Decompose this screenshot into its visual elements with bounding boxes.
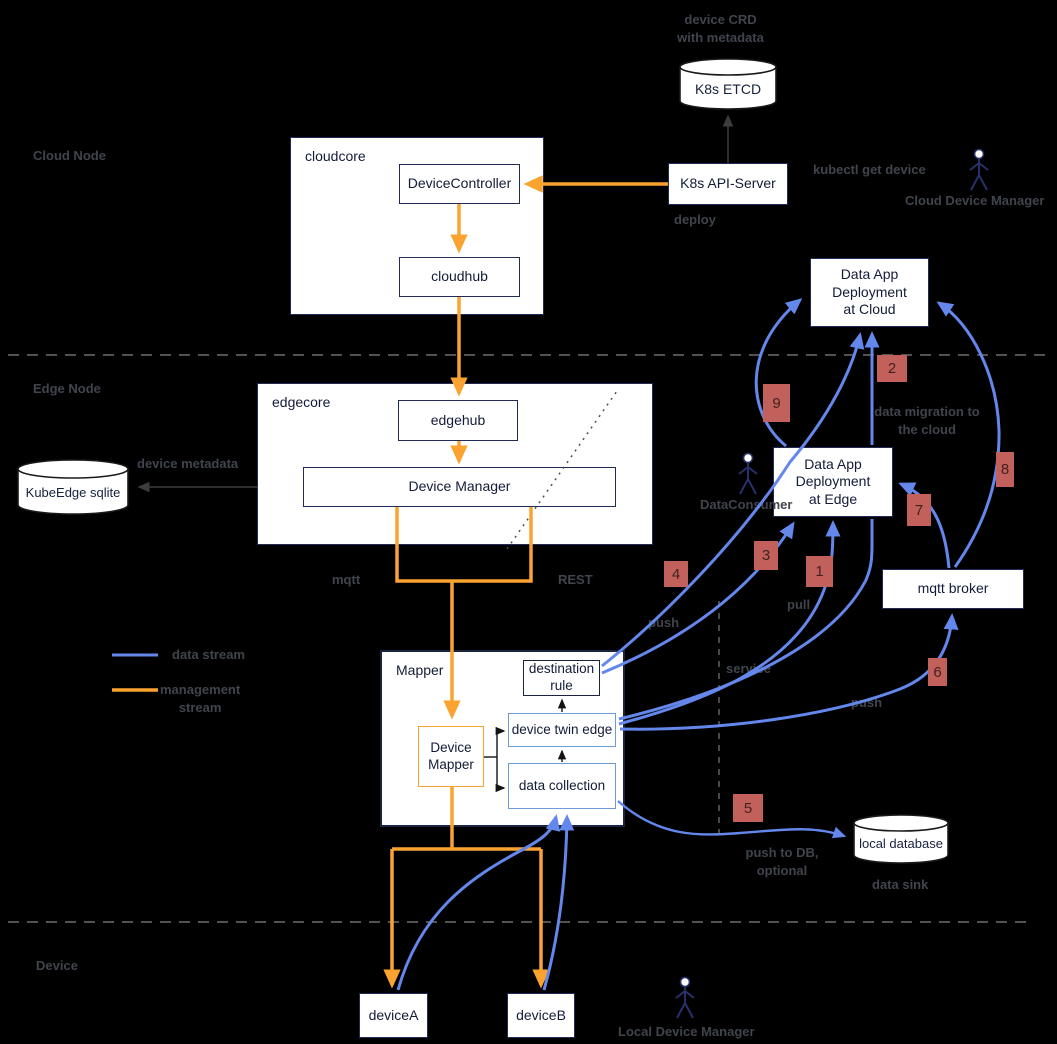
- step-badge-9: 9: [763, 384, 790, 422]
- kubeedge-sqlite-database: KubeEdge sqlite: [16, 458, 130, 516]
- step-badge-7: 7: [907, 494, 931, 526]
- push-broker-label: push: [851, 695, 883, 710]
- push-to-db-line1: push to DB,: [745, 845, 819, 860]
- cloudcore-label: cloudcore: [305, 148, 366, 164]
- data-app-deployment-cloud-box: Data App Deployment at Cloud: [810, 258, 929, 327]
- local-database: local database: [852, 813, 950, 865]
- kubectl-get-device-label: kubectl get device: [813, 162, 926, 177]
- push-to-db-line2: optional: [756, 862, 808, 878]
- data-app-edge-line3: at Edge: [808, 490, 858, 507]
- person-icon: [738, 452, 758, 495]
- step-badge-4: 4: [664, 561, 688, 587]
- local-database-label: local database: [859, 836, 943, 851]
- legend-data-stream-label: data stream: [172, 647, 245, 662]
- k8s-etcd-database: K8s ETCD: [678, 57, 778, 111]
- device-crd-note-line1: device CRD: [684, 12, 757, 27]
- edgecore-label: edgecore: [272, 394, 331, 410]
- data-app-cloud-line1: Data App: [840, 266, 899, 283]
- mqtt-label: mqtt: [332, 572, 361, 587]
- devicetwin-to-mqttbroker-curve: [619, 613, 959, 731]
- data-sink-label: data sink: [872, 877, 929, 892]
- data-app-cloud-line2: Deployment: [832, 283, 907, 300]
- data-app-edge-line2: Deployment: [795, 473, 871, 490]
- local-device-manager-label: Local Device Manager: [618, 1024, 755, 1039]
- step-badge-8: 8: [996, 452, 1014, 487]
- legend-management-line2: stream: [178, 699, 222, 715]
- data-collection-box: data collection: [508, 763, 616, 809]
- data-migration-label: data migration to the cloud: [852, 403, 1002, 438]
- datacollection-to-localdb-curve: [617, 800, 847, 839]
- person-icon: [969, 148, 989, 191]
- data-migration-line2: the cloud: [898, 421, 956, 437]
- data-app-edge-line1: Data App: [804, 455, 862, 472]
- data-app-cloud-line3: at Cloud: [843, 301, 896, 318]
- cylinder-shape: [679, 58, 777, 110]
- device-a-box: deviceA: [359, 993, 428, 1038]
- edge-node-label: Edge Node: [33, 381, 101, 396]
- destination-rule-line1: destination: [528, 661, 595, 677]
- cylinder-shape: [853, 814, 949, 864]
- destination-rule-box: destination rule: [523, 660, 600, 696]
- device-metadata-label: device metadata: [137, 456, 239, 471]
- rest-label: REST: [558, 572, 593, 587]
- device-mapper-line2: Mapper: [428, 756, 474, 772]
- deviceb-to-datacollection-curve: [542, 814, 575, 991]
- cloudhub-box: cloudhub: [399, 257, 520, 297]
- device-mapper-box: Device Mapper: [418, 726, 484, 787]
- step-badge-1: 1: [806, 556, 833, 587]
- device-twin-edge-box: device twin edge: [508, 713, 616, 747]
- cloud-device-manager-label: Cloud Device Manager: [905, 193, 1045, 208]
- data-consumer-figure: [735, 452, 761, 503]
- legend-management-line1: management: [160, 682, 241, 697]
- edgehub-box: edgehub: [398, 400, 518, 441]
- step-badge-6: 6: [928, 658, 947, 686]
- data-migration-line1: data migration to: [874, 404, 980, 419]
- pull-label: pull: [787, 597, 811, 612]
- device-manager-box: Device Manager: [303, 467, 616, 507]
- device-crd-note: device CRD with metadata: [663, 11, 778, 46]
- push-to-db-label: push to DB, optional: [738, 844, 826, 879]
- cylinder-shape: [17, 459, 129, 515]
- service-label: service: [726, 661, 771, 676]
- person-icon: [675, 976, 695, 1019]
- device-controller-box: DeviceController: [399, 164, 520, 204]
- local-device-manager-figure: [672, 976, 698, 1027]
- etcd-label: K8s ETCD: [694, 81, 762, 97]
- k8s-api-server-box: K8s API-Server: [668, 163, 788, 205]
- device-section-label: Device: [36, 958, 78, 973]
- step-badge-3: 3: [754, 541, 778, 570]
- push-rule-label: push: [648, 615, 680, 630]
- mapper-label: Mapper: [396, 662, 444, 678]
- legend-management-stream-label: management stream: [160, 681, 240, 716]
- step-badge-5: 5: [733, 794, 763, 822]
- cloud-node-label: Cloud Node: [33, 148, 106, 163]
- devicea-to-datacollection-curve: [396, 814, 561, 991]
- deploy-label: deploy: [674, 212, 716, 227]
- device-mapper-line1: Device: [430, 739, 472, 755]
- device-crd-note-line2: with metadata: [677, 29, 764, 45]
- dataappedge-to-dataappcloud-curve: [754, 298, 803, 448]
- device-b-box: deviceB: [507, 993, 575, 1038]
- mqtt-broker-box: mqtt broker: [882, 569, 1024, 609]
- cloud-device-manager-figure: [966, 148, 992, 199]
- step-badge-2: 2: [877, 355, 907, 382]
- destination-rule-line2: rule: [550, 678, 573, 693]
- sqlite-label: KubeEdge sqlite: [25, 485, 121, 500]
